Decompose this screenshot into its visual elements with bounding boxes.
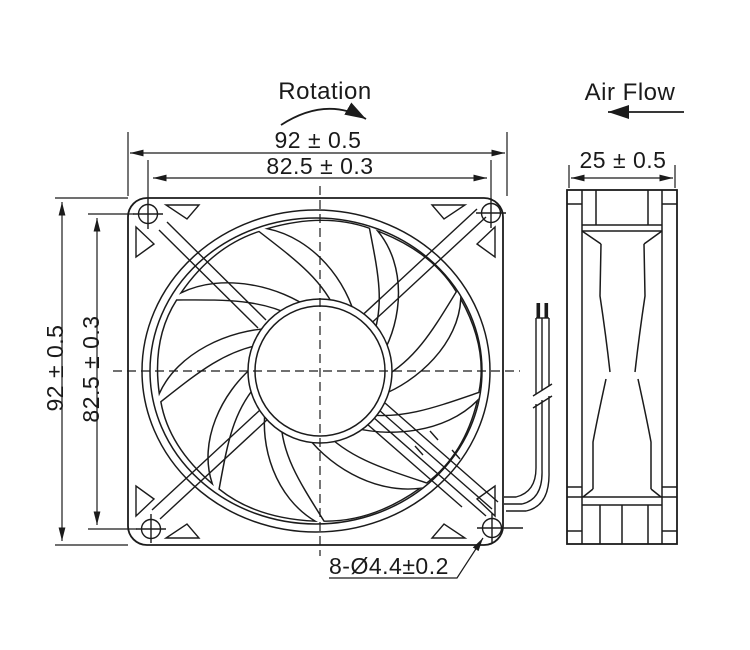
- rotation-label: Rotation: [278, 78, 371, 105]
- wire-pin: [544, 303, 549, 318]
- dimensions: 92 ± 0.5 82.5 ± 0.3 92 ± 0.5 82.5 ± 0.3 …: [42, 127, 676, 579]
- air-flow-label: Air Flow: [585, 79, 676, 106]
- dimension-label-depth: 25 ± 0.5: [580, 147, 667, 173]
- dim-front-hole-spacing-width: 82.5 ± 0.3: [147, 153, 492, 199]
- dim-front-hole-spacing-height: 82.5 ± 0.3: [78, 213, 137, 530]
- dimension-label-height: 92 ± 0.5: [42, 325, 68, 412]
- side-view-outline: [566, 189, 678, 545]
- front-view: [113, 180, 523, 556]
- rotation-arrow-icon: [280, 102, 367, 126]
- dim-side-depth: 25 ± 0.5: [568, 147, 676, 188]
- dimension-label-width: 92 ± 0.5: [275, 127, 362, 153]
- side-view: [566, 189, 678, 545]
- dimension-label-mounting-holes: 8-Ø4.4±0.2: [329, 553, 449, 579]
- dim-mounting-holes: 8-Ø4.4±0.2: [329, 537, 484, 579]
- extension-line: [127, 132, 508, 196]
- leader-line: [329, 537, 484, 579]
- dim-front-width: 92 ± 0.5: [127, 127, 508, 196]
- extension-line: [568, 165, 676, 188]
- dimension-label-hole-spacing-vert: 82.5 ± 0.3: [78, 315, 104, 422]
- extension-line: [55, 197, 128, 546]
- annotations: Rotation Air Flow: [278, 78, 684, 126]
- extension-line: [147, 160, 492, 199]
- mounting-holes: [133, 198, 523, 543]
- extension-line: [88, 213, 137, 530]
- dimension-label-hole-spacing: 82.5 ± 0.3: [266, 153, 373, 179]
- wire-pin: [536, 303, 541, 318]
- dim-front-height: 92 ± 0.5: [42, 197, 128, 546]
- centerlines: [113, 186, 520, 556]
- lead-wires: [504, 303, 553, 512]
